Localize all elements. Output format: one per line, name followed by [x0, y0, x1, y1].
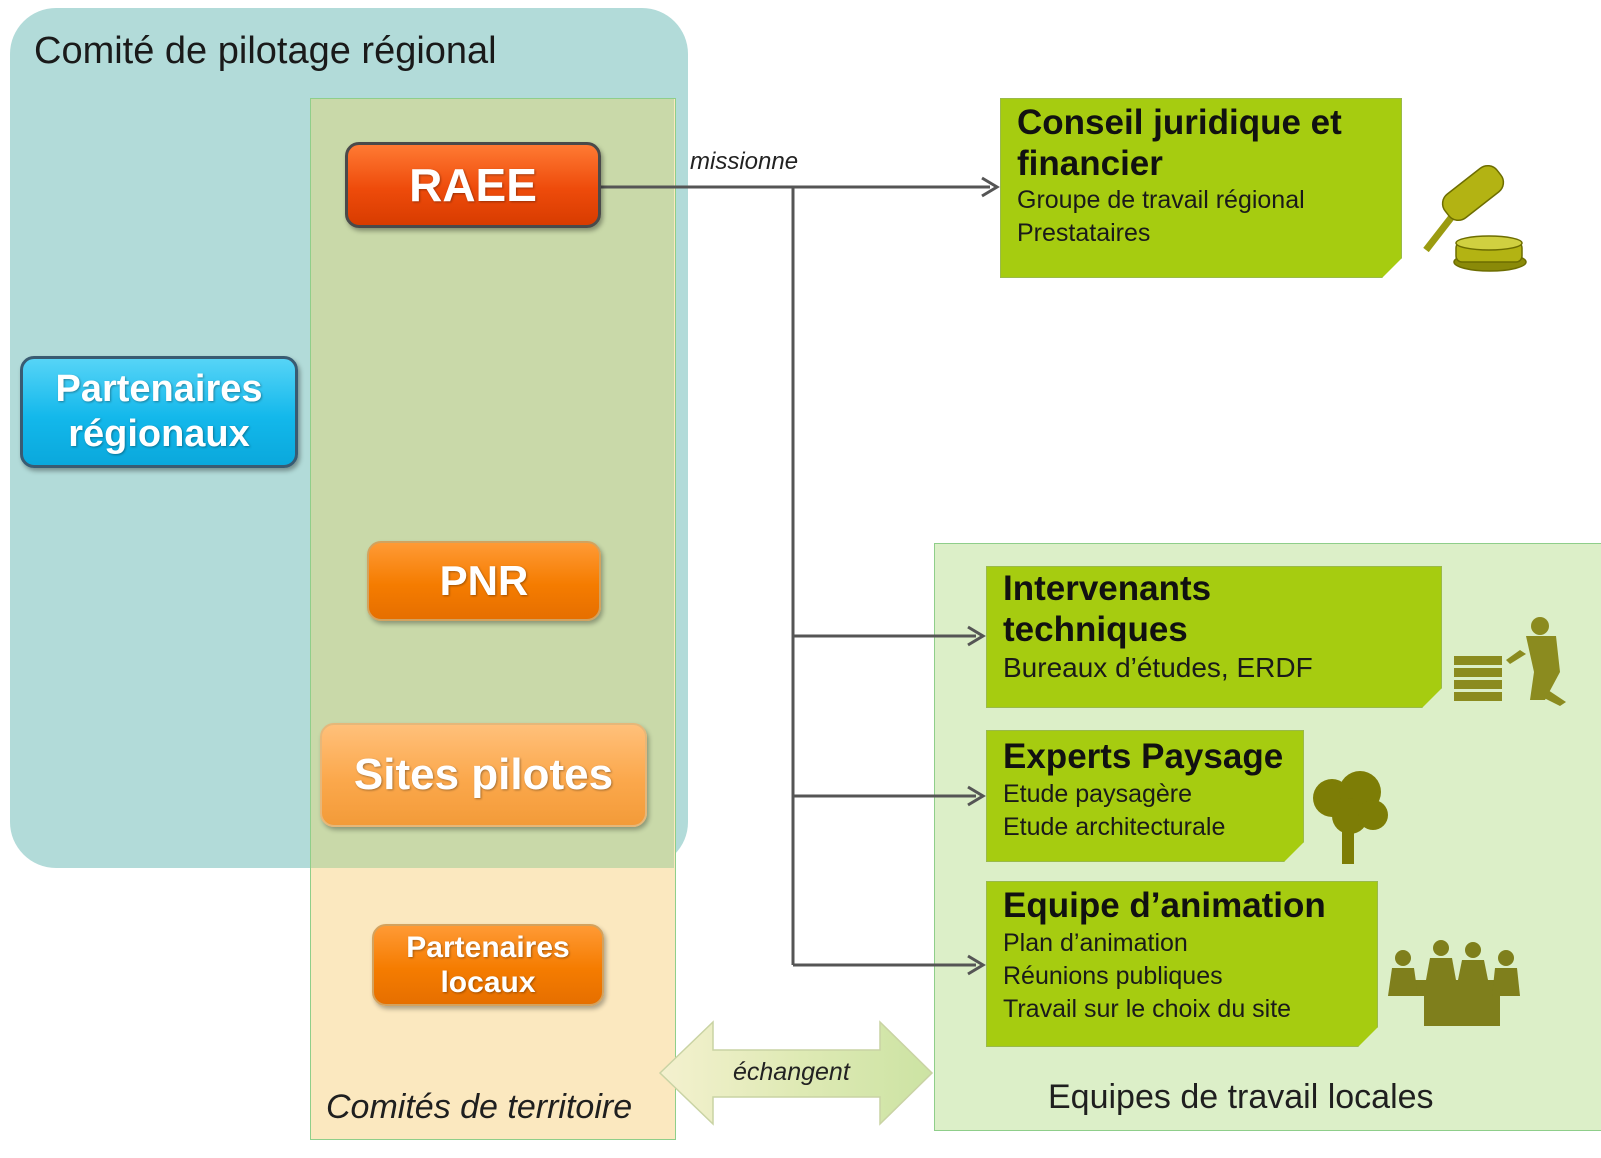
- partenaires-locaux-line: Partenaires: [406, 930, 570, 964]
- echangent-label: échangent: [733, 1058, 850, 1086]
- pnr-box: PNR: [367, 541, 601, 621]
- pnr-label: PNR: [439, 557, 529, 605]
- sites-pilotes-label: Sites pilotes: [353, 750, 614, 800]
- card-title: Experts Paysage: [1003, 737, 1284, 776]
- card-line: Réunions publiques: [1003, 961, 1223, 990]
- arrowhead-experts: [967, 785, 986, 807]
- card-line: Bureaux d’études, ERDF: [1003, 652, 1313, 684]
- partenaires-regionaux-box: Partenaires régionaux: [20, 356, 298, 468]
- card-title: techniques: [1003, 609, 1188, 649]
- comites-territoire-label: Comités de territoire: [326, 1088, 633, 1126]
- card-line: Groupe de travail régional: [1017, 186, 1305, 215]
- raee-box: RAEE: [345, 142, 601, 228]
- card-line: Etude architecturale: [1003, 812, 1226, 841]
- partenaires-locaux-line: locaux: [440, 966, 536, 999]
- sites-pilotes-box: Sites pilotes: [320, 723, 647, 827]
- card-title: financier: [1017, 143, 1163, 183]
- card-title: Intervenants: [1003, 569, 1212, 608]
- card-title: Equipe d’animation: [1003, 886, 1326, 925]
- experts-paysage-card: Experts Paysage Etude paysagère Etude ar…: [986, 730, 1304, 862]
- equipes-travail-label: Equipes de travail locales: [1048, 1078, 1434, 1116]
- missionne-label: missionne: [690, 148, 799, 175]
- partenaires-regionaux-line: Partenaires: [55, 368, 263, 411]
- partenaires-locaux-box: Partenaires locaux: [372, 924, 604, 1006]
- card-line: Travail sur le choix du site: [1003, 994, 1292, 1023]
- echangent-double-arrow: [658, 1020, 934, 1126]
- arrowhead-animation: [967, 954, 986, 976]
- intervenants-techniques-card: Intervenants techniques Bureaux d’études…: [986, 566, 1442, 708]
- partenaires-regionaux-line: régionaux: [68, 413, 250, 455]
- conseil-juridique-card: Conseil juridique et financier Groupe de…: [1000, 98, 1402, 278]
- equipe-animation-card: Equipe d’animation Plan d’animation Réun…: [986, 881, 1378, 1047]
- comite-pilotage-title: Comité de pilotage régional: [34, 30, 497, 72]
- raee-label: RAEE: [409, 158, 537, 211]
- connector-lines: [601, 185, 990, 967]
- arrowhead-intervenants: [967, 625, 986, 647]
- card-line: Plan d’animation: [1003, 928, 1188, 957]
- arrowheads: [967, 176, 1000, 976]
- card-line: Etude paysagère: [1003, 779, 1193, 808]
- card-title: Conseil juridique et: [1017, 103, 1342, 142]
- arrowhead-conseil: [981, 176, 1000, 198]
- card-line: Prestataires: [1017, 219, 1151, 248]
